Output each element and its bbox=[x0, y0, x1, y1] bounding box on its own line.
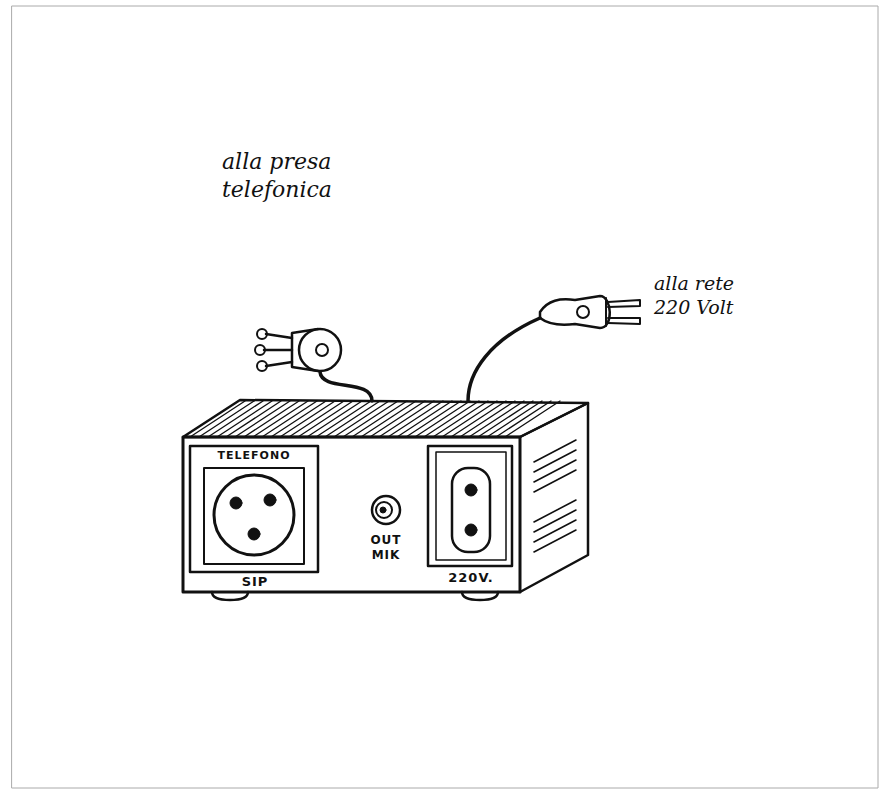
cable-label: alla rete 220 Volt bbox=[654, 272, 766, 320]
brand-label: SIP bbox=[230, 574, 280, 590]
socket-label: TELEFONO bbox=[195, 449, 313, 463]
socket-label: 220V. bbox=[436, 570, 506, 586]
jack-label: OUT MIK bbox=[368, 533, 404, 563]
cable-label: alla presa telefonica bbox=[222, 148, 382, 203]
